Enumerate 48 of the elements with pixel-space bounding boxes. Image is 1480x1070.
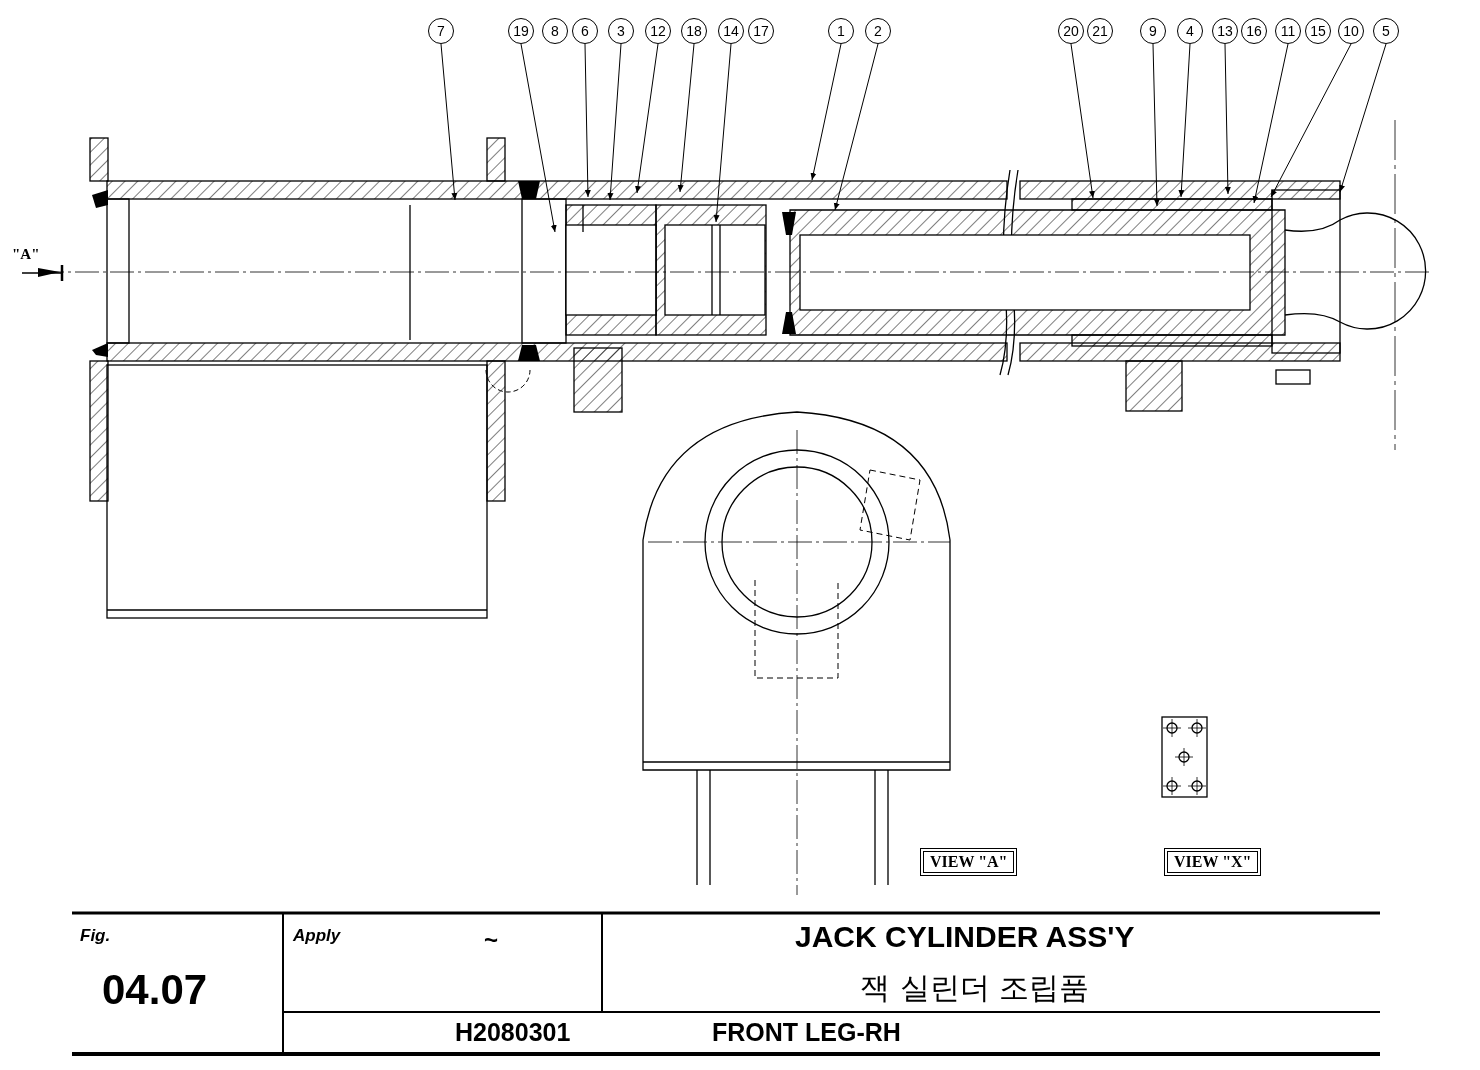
callout-number: 13 (1212, 18, 1238, 44)
drawing-title: JACK CYLINDER ASS'Y (795, 920, 1135, 954)
callout-number: 5 (1373, 18, 1399, 44)
callout-number: 3 (608, 18, 634, 44)
leader-line (1252, 43, 1289, 204)
callout-number: 10 (1338, 18, 1364, 44)
callout-number: 8 (542, 18, 568, 44)
leader-line (1178, 43, 1191, 198)
callout-number: 21 (1087, 18, 1113, 44)
view-label: VIEW "X" (1164, 848, 1262, 876)
callout-number: 18 (681, 18, 707, 44)
drawing-title-korean: 잭 실린더 조립품 (860, 969, 1090, 1007)
leader-line (635, 43, 659, 194)
figure-number: 04.07 (102, 966, 208, 1014)
leader-line (810, 43, 842, 181)
callout-number: 4 (1177, 18, 1203, 44)
field-caption: Fig. (80, 926, 111, 946)
leader-line (440, 43, 458, 201)
callout-number: 14 (718, 18, 744, 44)
callout-number: 9 (1140, 18, 1166, 44)
callout-number: 2 (865, 18, 891, 44)
leader-line (607, 43, 622, 201)
callout-number: 16 (1241, 18, 1267, 44)
leader-line (1224, 43, 1231, 195)
leader-line (833, 43, 879, 211)
part-number: H2080301 (455, 1018, 571, 1047)
callout-number: 19 (508, 18, 534, 44)
leader-line (1339, 43, 1387, 193)
callout-number: 17 (748, 18, 774, 44)
leader-line (584, 43, 591, 198)
leader-line (1152, 43, 1160, 207)
callout-number: 11 (1275, 18, 1301, 44)
leader-line (1070, 43, 1095, 199)
field-caption: Apply (293, 926, 341, 946)
view-marker-label: "A" (12, 246, 40, 263)
callout-number: 20 (1058, 18, 1084, 44)
callout-number: 12 (645, 18, 671, 44)
callout-number: 6 (572, 18, 598, 44)
callout-number: 15 (1305, 18, 1331, 44)
view-label: VIEW "A" (920, 848, 1018, 876)
leader-line (1270, 43, 1352, 198)
assembly-name: FRONT LEG-RH (712, 1018, 901, 1047)
callout-number: 7 (428, 18, 454, 44)
leader-line (520, 43, 557, 233)
leader-line (677, 43, 695, 193)
leader-line (713, 43, 732, 223)
range-sign: ~ (484, 926, 498, 954)
callout-number: 1 (828, 18, 854, 44)
